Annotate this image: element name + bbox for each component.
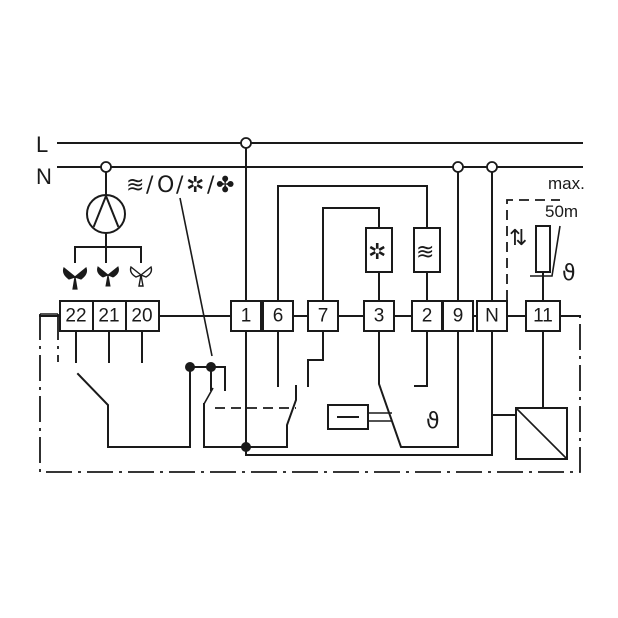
mode-separator-2: / bbox=[176, 173, 184, 198]
fan-motor bbox=[74, 161, 142, 263]
sensor-element bbox=[535, 225, 551, 273]
terminal-label-20: 20 bbox=[131, 306, 152, 327]
terminal-label-22: 22 bbox=[65, 306, 86, 327]
mode-fan-icon: ✤ bbox=[216, 173, 234, 198]
live-junction-1 bbox=[240, 137, 252, 149]
mode-switch-node-1 bbox=[185, 362, 195, 372]
mode-selector-label: ≋ / O / ✲ / ✤ bbox=[126, 173, 234, 357]
terminal-2-contact bbox=[414, 330, 428, 387]
wire-6-to-heat bbox=[277, 185, 428, 302]
mode-off-icon: O bbox=[157, 173, 174, 198]
sensor-distance-label: 50m bbox=[545, 202, 578, 221]
fan-speed-icons bbox=[62, 265, 153, 290]
terminal-block-fan: 22 21 20 bbox=[59, 300, 160, 332]
signal-converter-diagonal bbox=[515, 407, 568, 460]
terminal-3 bbox=[363, 300, 395, 332]
mode-switch-top bbox=[189, 366, 226, 391]
mode-cool-icon: ✲ bbox=[186, 173, 204, 198]
fan-speed-switch bbox=[76, 366, 191, 448]
mode-separator-3: / bbox=[207, 173, 215, 198]
motor-neutral-junction bbox=[100, 161, 112, 173]
sensor-ntc-line bbox=[530, 225, 561, 277]
heat-indicator-icon: ≋ bbox=[416, 240, 434, 265]
terminal-label-6: 6 bbox=[273, 306, 284, 327]
mode-switch-blade bbox=[203, 387, 214, 405]
sensor-dashed-lead bbox=[506, 199, 560, 300]
neutral-junction-9 bbox=[452, 161, 464, 173]
common-node bbox=[241, 442, 251, 452]
enclosure-outline bbox=[39, 314, 581, 473]
mode-selector-linkage bbox=[179, 197, 213, 357]
terminal-label-1: 1 bbox=[241, 306, 252, 327]
motor-symbol bbox=[92, 193, 120, 228]
terminal-7-down bbox=[307, 330, 324, 387]
sensor-arrows-icon: ⇅ bbox=[509, 226, 527, 251]
terminal-3-switch bbox=[378, 330, 459, 448]
fan-icon-medium bbox=[97, 266, 119, 287]
terminal-N-to-converter bbox=[491, 330, 517, 416]
relay-theta-symbol: ϑ bbox=[426, 409, 440, 434]
mode-switch-node-2 bbox=[206, 362, 216, 372]
lower-wiring: ϑ bbox=[75, 330, 568, 460]
cool-indicator-icon: ✲ bbox=[368, 240, 386, 265]
terminal-label-3: 3 bbox=[374, 306, 385, 327]
fan-icon-high bbox=[62, 266, 88, 290]
remote-sensor: max. 50m ⇅ ϑ bbox=[506, 174, 585, 302]
mode-switch-return bbox=[203, 403, 247, 448]
terminal-label-N: N bbox=[485, 306, 499, 327]
terminal-label-9: 9 bbox=[453, 306, 464, 327]
terminal-label-11: 11 bbox=[533, 306, 553, 327]
terminal-label-21: 21 bbox=[98, 306, 119, 327]
motor-circle bbox=[86, 194, 126, 234]
supply-rails: L N bbox=[36, 132, 583, 189]
output-switch bbox=[245, 385, 297, 448]
mode-heat-icon: ≋ bbox=[126, 173, 144, 198]
motor-lead-high bbox=[74, 232, 107, 263]
sensor-theta-symbol: ϑ bbox=[562, 261, 576, 286]
rail-label-neutral: N bbox=[36, 164, 52, 189]
rail-label-live: L bbox=[36, 132, 48, 157]
neutral-junction-N bbox=[486, 161, 498, 173]
wire-7-to-cool bbox=[322, 207, 380, 302]
common-return bbox=[245, 330, 493, 456]
mode-separator-1: / bbox=[146, 173, 154, 198]
fan-icon-low bbox=[129, 265, 153, 287]
terminal-label-7: 7 bbox=[318, 306, 329, 327]
relay-coil bbox=[327, 404, 369, 430]
motor-lead-low bbox=[105, 246, 142, 263]
terminal-label-2: 2 bbox=[422, 306, 433, 327]
sensor-max-label: max. bbox=[548, 174, 585, 193]
